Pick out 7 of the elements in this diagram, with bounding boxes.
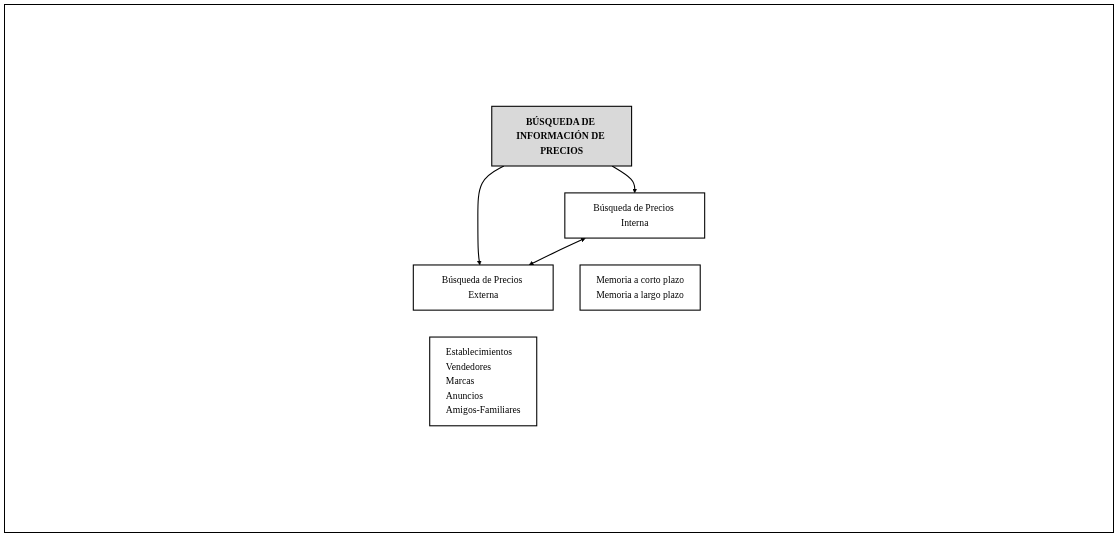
arrow — [611, 165, 638, 194]
node-box: BÚSQUEDA DE INFORMACIÓN DE PRECIOS — [491, 106, 633, 167]
node-box: Búsqueda de Precios Interna — [564, 192, 706, 240]
node-box: Memoria a corto plazo Memoria a largo plazo — [579, 264, 701, 312]
node-box: Establecimientos Vendedores Marcas Anuncios Amigos-Familiares — [429, 336, 538, 427]
node-box: Búsqueda de Precios Externa — [412, 264, 554, 312]
arrow — [528, 238, 586, 266]
